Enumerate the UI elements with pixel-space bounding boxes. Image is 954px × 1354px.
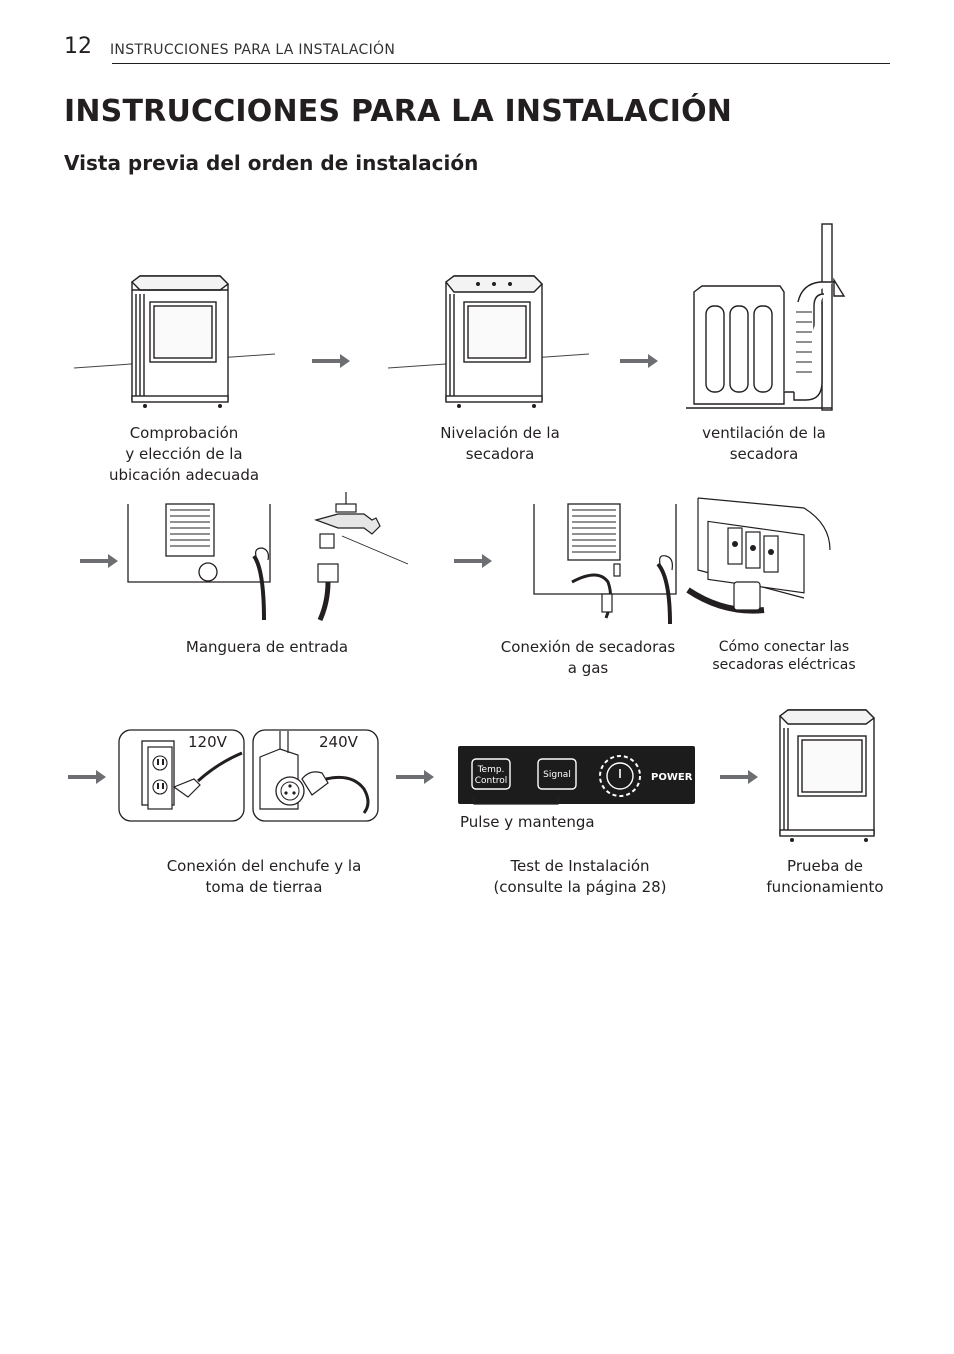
inlet-hose-illustration [127, 492, 409, 622]
gas-connection-illustration [533, 503, 677, 625]
right-arrow-icon [620, 354, 658, 368]
temp-control-label-1: Temp. [477, 765, 505, 775]
running-title: INSTRUCCIONES PARA LA INSTALACIÓN [110, 42, 396, 58]
control-panel: Temp. Control Signal POWER [458, 746, 695, 804]
right-arrow-icon [720, 770, 758, 784]
right-arrow-icon [396, 770, 434, 784]
voltage-label-120: 120V [188, 733, 227, 751]
step-caption-test: Test de Instalación(consulte la página 2… [493, 857, 667, 896]
press-hold-label: Pulse y mantenga [460, 813, 595, 831]
dryer-operation-illustration [778, 709, 876, 842]
outlet-120v-illustration [118, 729, 245, 822]
electrical-terminal-illustration [686, 497, 831, 614]
outlet-240v-illustration [252, 729, 379, 822]
right-arrow-icon [454, 554, 492, 568]
page-number: 12 [64, 34, 92, 59]
temp-control-label-2: Control [475, 776, 508, 786]
right-arrow-icon [312, 354, 350, 368]
page-title: INSTRUCCIONES PARA LA INSTALACIÓN [64, 94, 733, 129]
step-caption-inlet-hose: Manguera de entrada [185, 638, 349, 656]
signal-label: Signal [543, 770, 571, 780]
press-bracket [473, 796, 559, 805]
section-subtitle: Vista previa del orden de instalación [64, 151, 479, 175]
voltage-label-240: 240V [319, 733, 358, 751]
dryer-venting-illustration [686, 223, 846, 411]
right-arrow-icon [68, 770, 106, 784]
dryer-leveling-illustration [387, 275, 590, 408]
dryer-location-illustration [73, 275, 276, 408]
header-rule [112, 63, 890, 64]
right-arrow-icon [80, 554, 118, 568]
power-label: POWER [651, 772, 693, 783]
